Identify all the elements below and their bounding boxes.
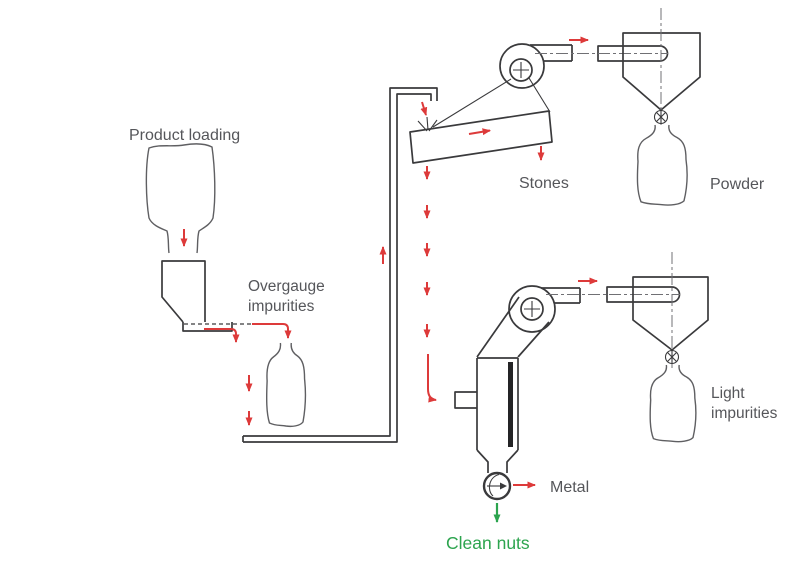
- label-powder: Powder: [710, 176, 765, 193]
- powder-cyclone-line: Powder: [530, 8, 765, 206]
- cyclone-1: [622, 32, 701, 111]
- aspirator-inner-baffle: [508, 362, 513, 447]
- metal-separator: [482, 471, 512, 501]
- rotary-valve-2: [664, 349, 680, 365]
- receiving-hopper: [161, 260, 206, 323]
- overgauge-impurities-station: Overgauge impurities: [248, 278, 325, 428]
- light-impurities-cyclone-line: Light impurities: [541, 252, 778, 443]
- fan-pulley-1: [509, 58, 533, 82]
- overgauge-bag: [265, 342, 307, 428]
- label-overgauge-line1: Overgauge: [248, 278, 325, 295]
- destoner-table: [409, 110, 553, 164]
- label-clean-nuts: Clean nuts: [446, 533, 530, 553]
- product-loading-station: Product loading: [129, 127, 282, 426]
- label-light-line2: impurities: [711, 405, 778, 422]
- metal-separator-flap-arc: [488, 473, 500, 497]
- hanger-rod-right: [528, 77, 551, 113]
- gravity-flow-chain: [423, 166, 437, 403]
- fan-pulley-2: [520, 297, 544, 321]
- flow-arrow-undersize-down: [204, 328, 240, 343]
- flow-arrow-on-table: [468, 128, 491, 136]
- aspirator-station: [454, 285, 556, 473]
- aspirator-funnel: [476, 449, 519, 473]
- fan-housing-1: [499, 43, 545, 89]
- metal-separator-arrow-head: [500, 482, 507, 490]
- destoner-station: Stones: [409, 43, 569, 192]
- label-stones: Stones: [519, 175, 569, 192]
- fan-housing-2: [508, 285, 556, 333]
- elevator-inner-wall: [243, 93, 432, 443]
- fan-pulley-2-cross: [524, 301, 540, 317]
- aspirator-inlet-stub: [454, 391, 477, 409]
- elevator-outer-wall: [243, 87, 438, 437]
- flow-arrow-discharge-to-table: [420, 101, 428, 116]
- fan-pulley-1-cross: [513, 62, 529, 78]
- impact-splash-marks: [417, 116, 438, 132]
- rotary-valve-1: [653, 109, 669, 125]
- product-sack: [145, 143, 216, 254]
- flow-elbow-into-aspirator: [427, 354, 437, 403]
- light-impurities-bag: [649, 364, 697, 443]
- air-duct-2: [541, 287, 581, 304]
- aspirator-body: [476, 357, 519, 450]
- bucket-elevator: [242, 87, 438, 443]
- metal-separator-station: Metal Clean nuts: [446, 471, 589, 553]
- label-overgauge-line2: impurities: [248, 298, 315, 315]
- flow-arrow-overgauge: [252, 323, 292, 339]
- hanger-rod-left: [432, 78, 512, 128]
- label-product-loading: Product loading: [129, 127, 240, 144]
- label-metal: Metal: [550, 479, 589, 496]
- sieve-tray: [182, 322, 233, 332]
- cyclone-2: [632, 276, 709, 351]
- aspirator-channel: [476, 296, 550, 358]
- powder-bag: [636, 124, 688, 206]
- label-light-line1: Light: [711, 385, 745, 402]
